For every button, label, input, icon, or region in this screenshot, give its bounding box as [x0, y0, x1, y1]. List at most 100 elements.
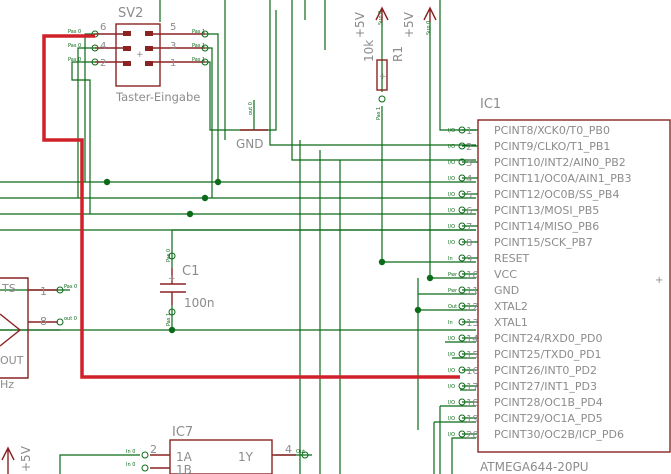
highlighted-net[interactable]: [42, 34, 460, 379]
ic1-pin-terminal[interactable]: [458, 398, 466, 406]
ic1-pin-label: PCINT8/XCK0/T0_PB0: [494, 124, 610, 137]
junction-dots: [103, 178, 434, 334]
c1-pin-bottom: Pas 1: [166, 313, 172, 326]
ic1-pin-terminal[interactable]: [458, 414, 466, 422]
ic1-pin-label: PCINT10/INT2/AIN0_PB2: [494, 156, 626, 169]
ic7-gate[interactable]: IC7 1A 1B 1Y 2 4 In 0 In 0 Out: [126, 425, 309, 474]
vcc1-pin: Sup 0: [378, 11, 384, 25]
vcc1-label: +5V: [353, 11, 367, 38]
sv2-value: Taster-Eingabe: [115, 90, 200, 104]
ic1-pin-label: PCINT27/INT1_PD3: [494, 380, 597, 393]
ic1-pin-label: PCINT26/INT0_PD2: [494, 364, 597, 377]
r1-value: 10k: [362, 40, 376, 62]
ic1-pin-label: GND: [494, 284, 519, 297]
ic7-pin-2: 2: [150, 443, 157, 456]
ic1-pin-terminal[interactable]: [458, 206, 466, 214]
r1-plus: +: [379, 72, 387, 82]
ic7-1b: 1B: [176, 463, 192, 474]
gnd-symbol[interactable]: GND out 0: [236, 102, 268, 151]
c1-pin-top: Pas 0: [166, 249, 172, 262]
ic1-pin-terminal[interactable]: [458, 350, 466, 358]
sv2-name: SV2: [118, 6, 143, 21]
ic1-pin-direction: I/O: [448, 224, 455, 230]
ic1-pin-terminal[interactable]: [458, 430, 466, 438]
ic1-pin-terminal[interactable]: [458, 158, 466, 166]
sv2-pas-right-2: Pas 1: [192, 43, 205, 49]
ic1-pin-number: 15: [466, 350, 479, 361]
ic1-pin-number: 7: [466, 222, 472, 233]
sv2-pin-4: 4: [100, 41, 106, 52]
sv2-connector[interactable]: SV2 Taster-Eingabe + 6 4 2 5 3 1 Pas 0 P…: [68, 6, 209, 104]
ic1-pin-label: PCINT12/OC0B/SS_PB4: [494, 188, 619, 201]
ic1-pin-terminal[interactable]: [458, 286, 466, 294]
ic1-pin-terminal[interactable]: [458, 126, 466, 134]
ic1-pin-direction: Pwr: [448, 288, 458, 294]
ic1-pin-terminal[interactable]: [458, 222, 466, 230]
c1-name: C1: [182, 264, 199, 279]
ic1-pin-direction: I/O: [448, 432, 455, 438]
ic7-1a: 1A: [176, 450, 193, 464]
vcc2-label: +5V: [402, 11, 416, 38]
ic1-pin-terminal[interactable]: [458, 174, 466, 182]
ic1-pin-terminal[interactable]: [458, 318, 466, 326]
ic1-pin-number: 14: [466, 334, 479, 345]
ic1-pin-label: PCINT11/OC0A/AIN1_PB3: [494, 172, 631, 185]
osc-out-label: OUT: [0, 354, 24, 367]
vcc-supply-1[interactable]: +5V Sup 0: [353, 6, 389, 38]
sv2-pas-left-1: Pas 0: [68, 29, 81, 35]
ic1-pin-stubs: [462, 129, 478, 435]
ic1-pin-number: 9: [466, 254, 472, 265]
ic1-pin-terminal[interactable]: [458, 254, 466, 262]
ic1-pin-label: XTAL1: [494, 316, 528, 329]
ic1-pin-terminal[interactable]: [458, 270, 466, 278]
ic1-pin-number: 13: [466, 318, 479, 329]
vcc-supply-2[interactable]: +5V Sup 0: [402, 6, 437, 38]
osc-pin-8: 8: [40, 315, 47, 328]
r1-pin: Pas 1: [376, 107, 382, 120]
oscillator-partial[interactable]: TS OUT Hz 1 8 Pas 0 out 0: [0, 277, 77, 391]
ic1-pin-number: 18: [466, 398, 479, 409]
ic1-pin-number: 4: [466, 174, 472, 185]
sv2-pin-3: 3: [170, 41, 176, 52]
ic1-name: IC1: [480, 97, 501, 112]
vcc-supply-3[interactable]: +5V: [1, 445, 33, 474]
ic1-pin-number: 10: [466, 270, 479, 281]
ic1-pin-terminal[interactable]: [458, 190, 466, 198]
ic1-pin-direction: I/O: [448, 176, 455, 182]
ic1-pin-label: PCINT28/OC1B_PD4: [494, 396, 603, 409]
ic1-pin-number: 6: [466, 206, 472, 217]
gnd-label: GND: [236, 137, 264, 151]
ic1-pin-label: PCINT29/OC1A_PD5: [494, 412, 603, 425]
ic1-pin-direction: Out: [448, 304, 457, 310]
ic1-pin-terminal[interactable]: [458, 302, 466, 310]
ic1-pin-label: PCINT15/SCK_PB7: [494, 236, 593, 249]
ic1-pin-terminal[interactable]: [458, 142, 466, 150]
ic1-pin-terminal[interactable]: [458, 366, 466, 374]
ic1-pin-direction: I/O: [448, 416, 455, 422]
ic1-pin-label: PCINT9/CLKO/T1_PB1: [494, 140, 610, 153]
ic1-pin-direction: I/O: [448, 336, 455, 342]
c1-capacitor[interactable]: C1 100n + Pas 0 Pas 1: [160, 249, 215, 326]
sv2-pas-right-3: Pas 1: [192, 57, 205, 63]
ic1-pin-number: 8: [466, 238, 472, 249]
ic7-pin-2-dir: In 0: [126, 449, 135, 455]
r1-resistor[interactable]: 10k R1 + Pas 1: [362, 40, 405, 120]
ic1-pin-label: PCINT30/OC2B/ICP_PD6: [494, 428, 624, 441]
osc-pin-8-out: out 0: [64, 316, 77, 322]
ic7-1y: 1Y: [238, 450, 254, 464]
ic1-pin-label: PCINT25/TXD0_PD1: [494, 348, 602, 361]
ic1-pin-direction: I/O: [448, 160, 455, 166]
sv2-pin-1: 1: [170, 58, 176, 69]
sv2-pin-5: 5: [170, 22, 176, 33]
ic1-pin-number: 16: [466, 366, 479, 377]
ic7-pin-dir: In 0: [126, 462, 135, 468]
ic1-microcontroller[interactable]: IC1 ATMEGA644-20PU + PCINT8/XCK0/T0_PB01…: [448, 97, 671, 474]
ic1-pin-number: 11: [466, 286, 479, 297]
net-wires: [0, 0, 478, 474]
ic1-pin-terminal[interactable]: [458, 238, 466, 246]
ic1-plus: +: [655, 275, 663, 286]
ic1-pin-terminal[interactable]: [458, 382, 466, 390]
ic1-pin-terminal[interactable]: [458, 334, 466, 342]
